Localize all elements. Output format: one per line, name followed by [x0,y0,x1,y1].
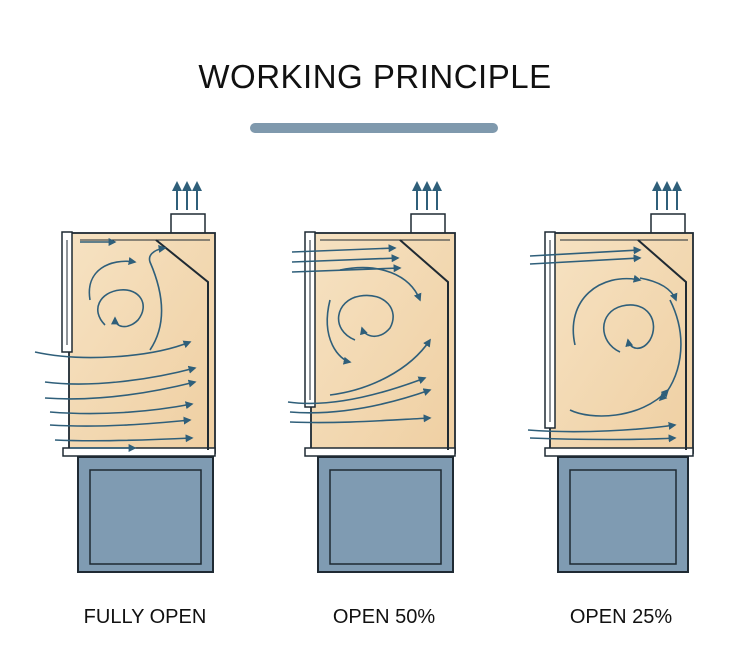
panel-label-open-50: OPEN 50% [332,606,436,628]
fume-hood-fully-open [34,181,216,573]
airflow-arrows [34,238,197,452]
airflow-arrows [527,246,682,443]
baffle [399,239,449,450]
airflow-arrows [287,244,432,424]
panel-label-open-25: OPEN 25% [569,606,673,628]
hood-chamber [68,232,216,454]
exhaust-arrows [652,181,682,210]
panel-label-fully-open: FULLY OPEN [83,606,207,628]
fume-hood-open-25 [527,181,694,573]
baffle [637,239,687,450]
title-underline [250,123,498,133]
exhaust-arrows [172,181,202,210]
hood-chamber [549,232,694,454]
fume-hood-open-50 [287,181,456,573]
page-title: WORKING PRINCIPLE [198,58,552,95]
exhaust-arrows [412,181,442,210]
baffle [155,239,209,450]
